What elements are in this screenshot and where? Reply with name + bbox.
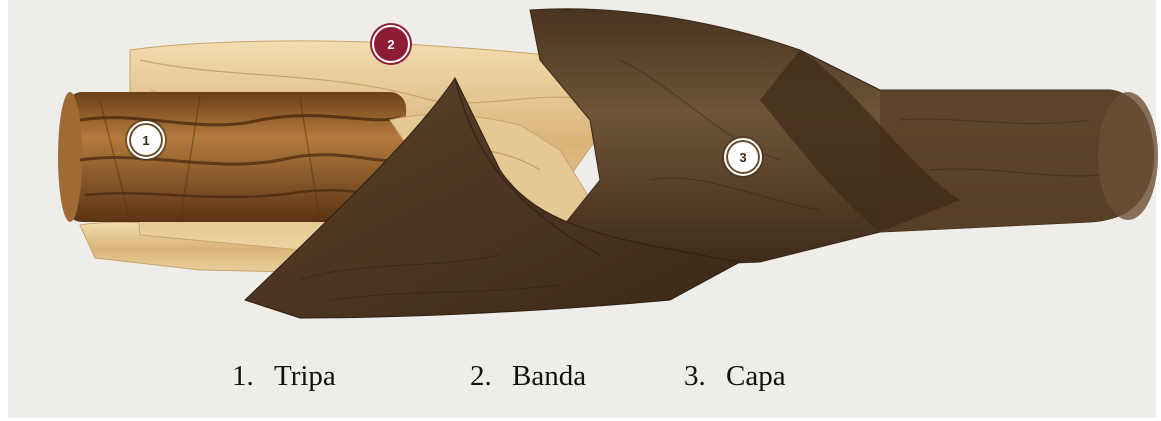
marker-binder[interactable]: 2 — [372, 25, 410, 63]
legend-number: 1. — [232, 360, 274, 393]
legend-number: 3. — [684, 360, 726, 393]
legend-label: Capa — [726, 360, 786, 392]
cigar-illustration — [0, 0, 1161, 340]
legend-label: Tripa — [274, 360, 336, 392]
legend-label: Banda — [512, 360, 586, 392]
legend-item-capa: 3.Capa — [684, 360, 786, 393]
marker-binder-number: 2 — [387, 37, 394, 52]
marker-wrapper-number: 3 — [739, 150, 746, 165]
legend-number: 2. — [470, 360, 512, 393]
legend-item-tripa: 1.Tripa — [232, 360, 336, 393]
marker-filler[interactable]: 1 — [127, 121, 165, 159]
legend-item-banda: 2.Banda — [470, 360, 586, 393]
marker-wrapper[interactable]: 3 — [724, 138, 762, 176]
legend: 1.Tripa 2.Banda 3.Capa — [0, 360, 1161, 410]
marker-filler-number: 1 — [142, 133, 149, 148]
